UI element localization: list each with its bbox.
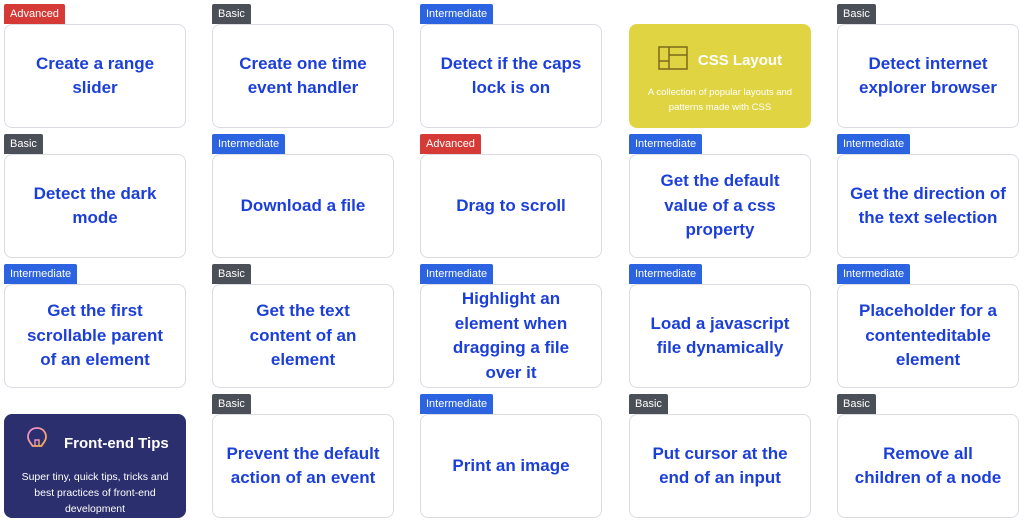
- card-prevent-default-action[interactable]: Prevent the default action of an event: [212, 414, 394, 518]
- card-title: Print an image: [452, 455, 570, 475]
- card-download-file[interactable]: Download a file: [212, 154, 394, 258]
- promo-css-title: CSS Layout: [697, 52, 783, 69]
- card-title: Create one time event handler: [239, 53, 367, 98]
- card-title: Get the first scrollable parent of an el…: [26, 301, 164, 370]
- card-title: Load a javascript file dynamically: [650, 313, 790, 358]
- promo-tips-title: Front-end Tips: [64, 435, 169, 452]
- card-detect-ie-browser[interactable]: Detect internet explorer browser: [837, 24, 1019, 128]
- level-badge: Intermediate: [4, 264, 78, 284]
- card-title: Download a file: [240, 195, 366, 215]
- card-title: Put cursor at the end of an input: [652, 443, 788, 488]
- level-badge: Intermediate: [420, 264, 494, 284]
- level-badge: Basic: [212, 4, 251, 24]
- card-title: Detect internet explorer browser: [859, 53, 997, 98]
- card-load-js-file[interactable]: Load a javascript file dynamically: [629, 284, 811, 388]
- card-title: Get the direction of the text selection: [850, 183, 1006, 228]
- level-badge: Intermediate: [629, 264, 703, 284]
- promo-css-description: A collection of popular layouts and patt…: [647, 87, 793, 113]
- level-badge: Basic: [837, 4, 876, 24]
- card-title: Remove all children of a node: [854, 443, 1002, 488]
- level-badge: Intermediate: [837, 134, 911, 154]
- lightbulb-icon: [26, 426, 48, 461]
- level-badge: Intermediate: [629, 134, 703, 154]
- promo-tips-description: Super tiny, quick tips, tricks and best …: [21, 471, 169, 515]
- card-print-image[interactable]: Print an image: [420, 414, 602, 518]
- level-badge: Advanced: [4, 4, 65, 24]
- card-title: Highlight an element when dragging a fil…: [452, 289, 570, 382]
- level-badge: Basic: [629, 394, 668, 414]
- card-title: Placeholder for a contenteditable elemen…: [859, 301, 997, 370]
- card-title: Get the default value of a css property: [660, 171, 780, 240]
- level-badge: Intermediate: [212, 134, 286, 154]
- level-badge: Basic: [837, 394, 876, 414]
- layout-grid-icon: [658, 46, 688, 75]
- card-detect-dark-mode[interactable]: Detect the dark mode: [4, 154, 186, 258]
- level-badge: Advanced: [420, 134, 481, 154]
- card-drag-to-scroll[interactable]: Drag to scroll: [420, 154, 602, 258]
- promo-css-layout[interactable]: CSS Layout A collection of popular layou…: [629, 24, 811, 128]
- card-highlight-drag-file[interactable]: Highlight an element when dragging a fil…: [420, 284, 602, 388]
- level-badge: Basic: [4, 134, 43, 154]
- card-title: Create a range slider: [35, 53, 155, 98]
- card-title: Drag to scroll: [456, 195, 566, 215]
- card-create-one-time-event-handler[interactable]: Create one time event handler: [212, 24, 394, 128]
- promo-front-end-tips[interactable]: Front-end Tips Super tiny, quick tips, t…: [4, 414, 186, 518]
- level-badge: Basic: [212, 394, 251, 414]
- card-title: Get the text content of an element: [249, 301, 357, 370]
- card-create-range-slider[interactable]: Create a range slider: [4, 24, 186, 128]
- level-badge: Intermediate: [837, 264, 911, 284]
- card-first-scrollable-parent[interactable]: Get the first scrollable parent of an el…: [4, 284, 186, 388]
- card-get-text-content[interactable]: Get the text content of an element: [212, 284, 394, 388]
- card-title: Prevent the default action of an event: [226, 443, 380, 488]
- level-badge: Intermediate: [420, 4, 494, 24]
- level-badge: Basic: [212, 264, 251, 284]
- card-get-text-selection-direction[interactable]: Get the direction of the text selection: [837, 154, 1019, 258]
- card-remove-children[interactable]: Remove all children of a node: [837, 414, 1019, 518]
- card-title: Detect the dark mode: [33, 183, 157, 228]
- card-cursor-end-input[interactable]: Put cursor at the end of an input: [629, 414, 811, 518]
- card-title: Detect if the caps lock is on: [440, 53, 582, 98]
- card-placeholder-contenteditable[interactable]: Placeholder for a contenteditable elemen…: [837, 284, 1019, 388]
- card-detect-caps-lock[interactable]: Detect if the caps lock is on: [420, 24, 602, 128]
- level-badge: Intermediate: [420, 394, 494, 414]
- card-get-default-css-value[interactable]: Get the default value of a css property: [629, 154, 811, 258]
